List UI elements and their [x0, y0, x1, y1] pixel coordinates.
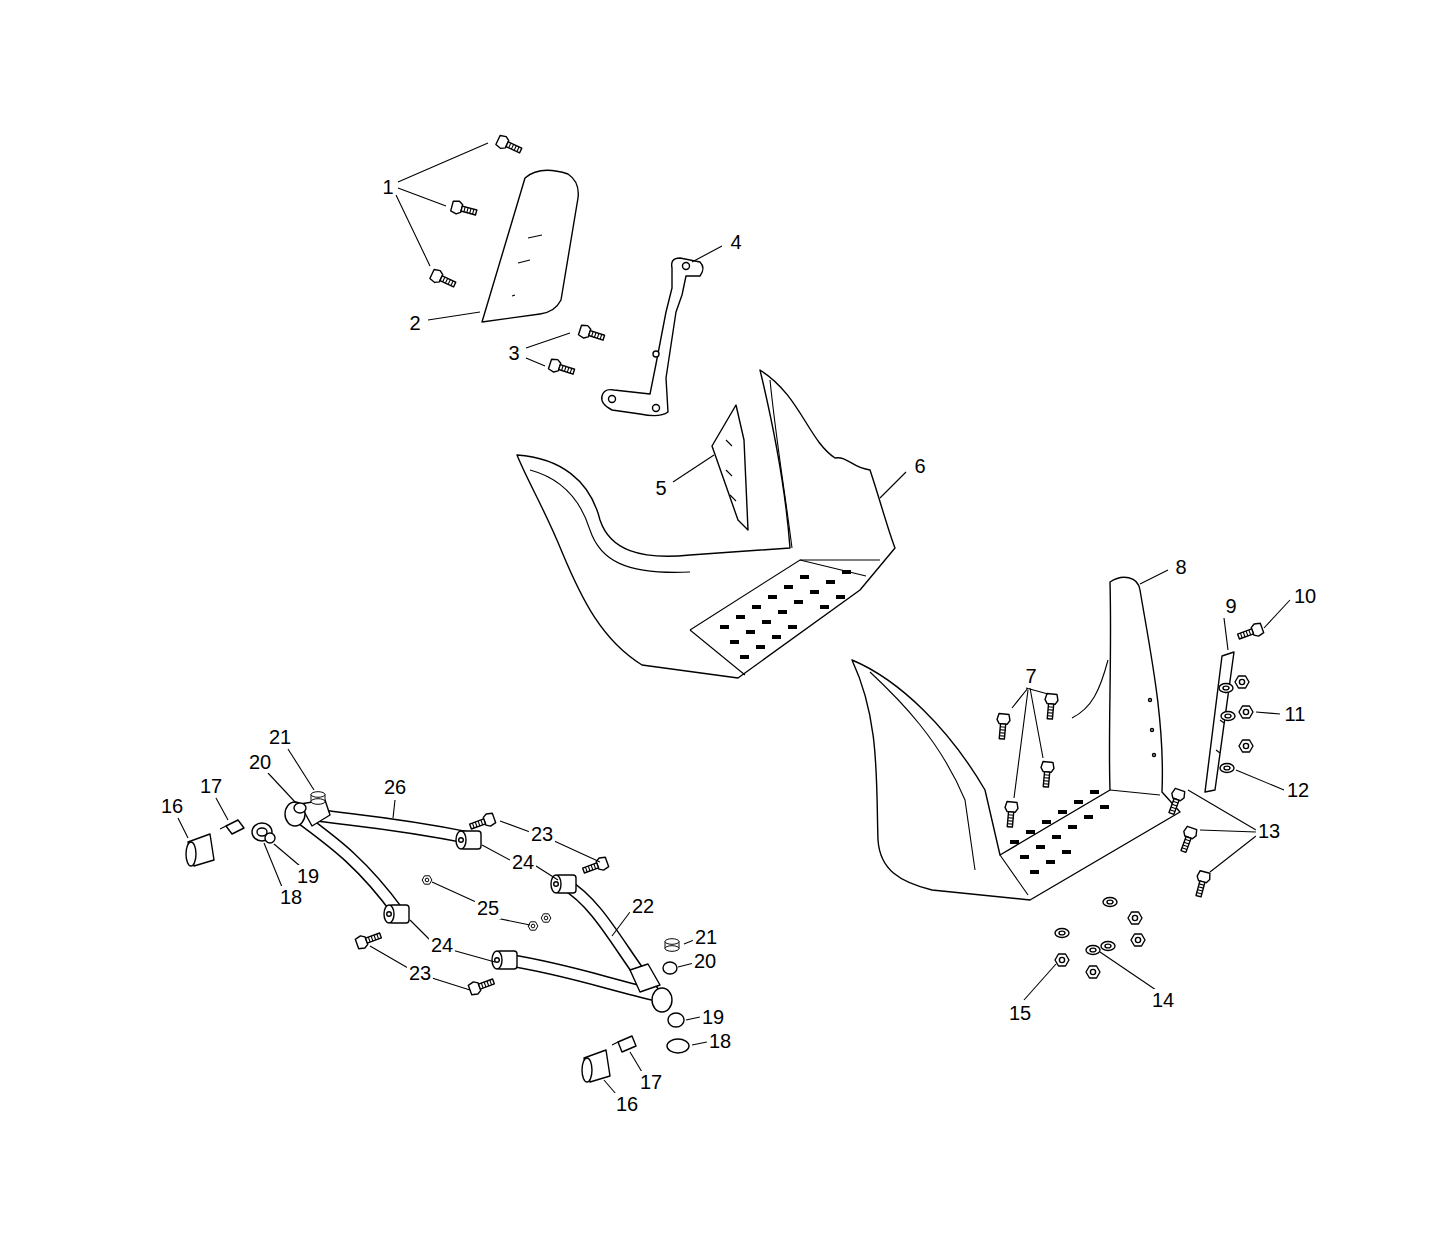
- callout-number: 21: [693, 926, 719, 948]
- callout-number: 7: [1023, 665, 1038, 687]
- callout-number: 13: [1256, 820, 1282, 842]
- callout-number: 20: [247, 751, 273, 773]
- callout-number: 25: [475, 897, 501, 919]
- callout-number: 16: [614, 1093, 640, 1115]
- callout-number: 2: [407, 312, 422, 334]
- callout-number: 15: [1007, 1002, 1033, 1024]
- callout-number: 17: [198, 775, 224, 797]
- callout-number: 12: [1285, 779, 1311, 801]
- callout-number: 10: [1292, 585, 1318, 607]
- callout-number: 18: [707, 1030, 733, 1052]
- callout-number: 23: [529, 823, 555, 845]
- callout-number: 18: [278, 886, 304, 908]
- callout-number: 23: [407, 962, 433, 984]
- callout-number: 19: [295, 865, 321, 887]
- callout-number: 11: [1283, 703, 1308, 725]
- callout-number: 19: [700, 1006, 726, 1028]
- callout-number: 4: [728, 231, 743, 253]
- callout-number: 21: [267, 726, 293, 748]
- callout-number: 1: [380, 176, 395, 198]
- callout-number: 9: [1223, 595, 1238, 617]
- callout-number: 8: [1173, 556, 1188, 578]
- callout-number: 17: [638, 1071, 664, 1093]
- callout-number: 22: [630, 895, 656, 917]
- callout-number: 14: [1150, 989, 1176, 1011]
- callout-number: 16: [159, 795, 185, 817]
- callout-number: 5: [653, 477, 668, 499]
- callout-number: 24: [429, 934, 455, 956]
- callout-number: 6: [912, 455, 927, 477]
- callout-number: 24: [510, 851, 536, 873]
- callout-number: 3: [506, 342, 521, 364]
- callout-number: 20: [692, 950, 718, 972]
- callout-number: 26: [382, 776, 408, 798]
